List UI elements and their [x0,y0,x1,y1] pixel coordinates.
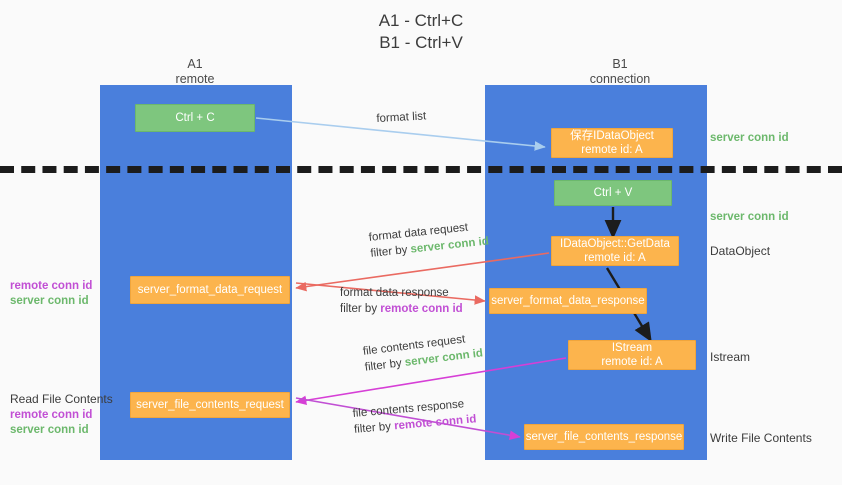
annotation-format-list-text: format list [376,110,427,125]
annotation-format-data-response: format data response filter by remote co… [340,285,463,317]
column-b1-role: connection [589,72,651,86]
box-ctrl-v-label: Ctrl + V [593,187,633,199]
label-group-file-conn-ids: remote conn id server conn id [10,408,98,438]
box-idataobject-getdata[interactable]: IDataObject::GetData remote id: A [551,236,679,266]
filter-prefix: filter by [353,420,395,436]
box-server-format-data-request-label: server_format_data_request [137,284,283,296]
annotation-format-data-request: format data request filter by server con… [368,218,490,262]
box-istream-line2: remote id: A [601,356,663,368]
box-server-file-contents-response-label: server_file_contents_response [525,431,683,443]
column-header-b1: B1 connection [545,57,695,87]
column-a1-name: A1 [187,57,203,71]
box-istream[interactable]: IStream remote id: A [568,340,696,370]
box-server-format-data-response-label: server_format_data_response [491,295,645,307]
annotation-file-contents-response: file contents response filter by remote … [352,395,477,438]
box-server-format-data-request[interactable]: server_format_data_request [130,276,290,304]
column-a1-role: remote [175,72,215,86]
label-format-server-conn-id: server conn id [10,295,89,307]
annotation-format-data-response-filter: filter by remote conn id [340,301,463,317]
label-write-file-contents: Write File Contents [710,431,812,445]
box-getdata-line1: IDataObject::GetData [560,238,670,250]
box-ctrl-c-label: Ctrl + C [175,112,215,124]
box-ctrl-c[interactable]: Ctrl + C [135,104,255,132]
annotation-file-contents-request: file contents request filter by server c… [362,330,484,376]
page-title: A1 - Ctrl+C B1 - Ctrl+V [0,10,842,54]
label-group-format-conn-ids: remote conn id server conn id [10,279,98,309]
label-file-remote-conn-id: remote conn id [10,409,93,421]
label-read-file-contents: Read File Contents [10,392,113,406]
annotation-format-list: format list [376,108,427,127]
box-server-file-contents-request[interactable]: server_file_contents_request [130,392,290,418]
label-dataobject: DataObject [710,244,771,258]
phase-divider [0,166,842,173]
label-server-conn-id-mid: server conn id [710,211,789,223]
box-server-format-data-response[interactable]: server_format_data_response [489,288,647,314]
label-istream: Istream [710,350,751,364]
box-istream-line1: IStream [611,342,653,354]
filter-prefix: filter by [369,243,412,260]
label-format-remote-conn-id: remote conn id [10,280,93,292]
column-header-a1: A1 remote [120,57,270,87]
filter-conn-id: remote conn id [380,303,463,315]
box-save-idataobject[interactable]: 保存IDataObject remote id: A [551,128,673,158]
title-line-1: A1 - Ctrl+C [378,11,464,30]
column-b1-name: B1 [612,57,628,71]
filter-prefix: filter by [364,356,406,374]
filter-prefix: filter by [340,303,381,315]
annotation-format-data-response-text: format data response [340,287,449,299]
title-line-2: B1 - Ctrl+V [379,33,463,52]
label-file-server-conn-id: server conn id [10,424,89,436]
label-server-conn-id-top: server conn id [710,132,789,144]
box-server-file-contents-request-label: server_file_contents_request [136,399,284,411]
box-getdata-line2: remote id: A [584,252,646,264]
box-save-idataobject-line1: 保存IDataObject [570,130,654,142]
box-server-file-contents-response[interactable]: server_file_contents_response [524,424,684,450]
box-ctrl-v[interactable]: Ctrl + V [554,180,672,206]
box-save-idataobject-line2: remote id: A [581,144,643,156]
